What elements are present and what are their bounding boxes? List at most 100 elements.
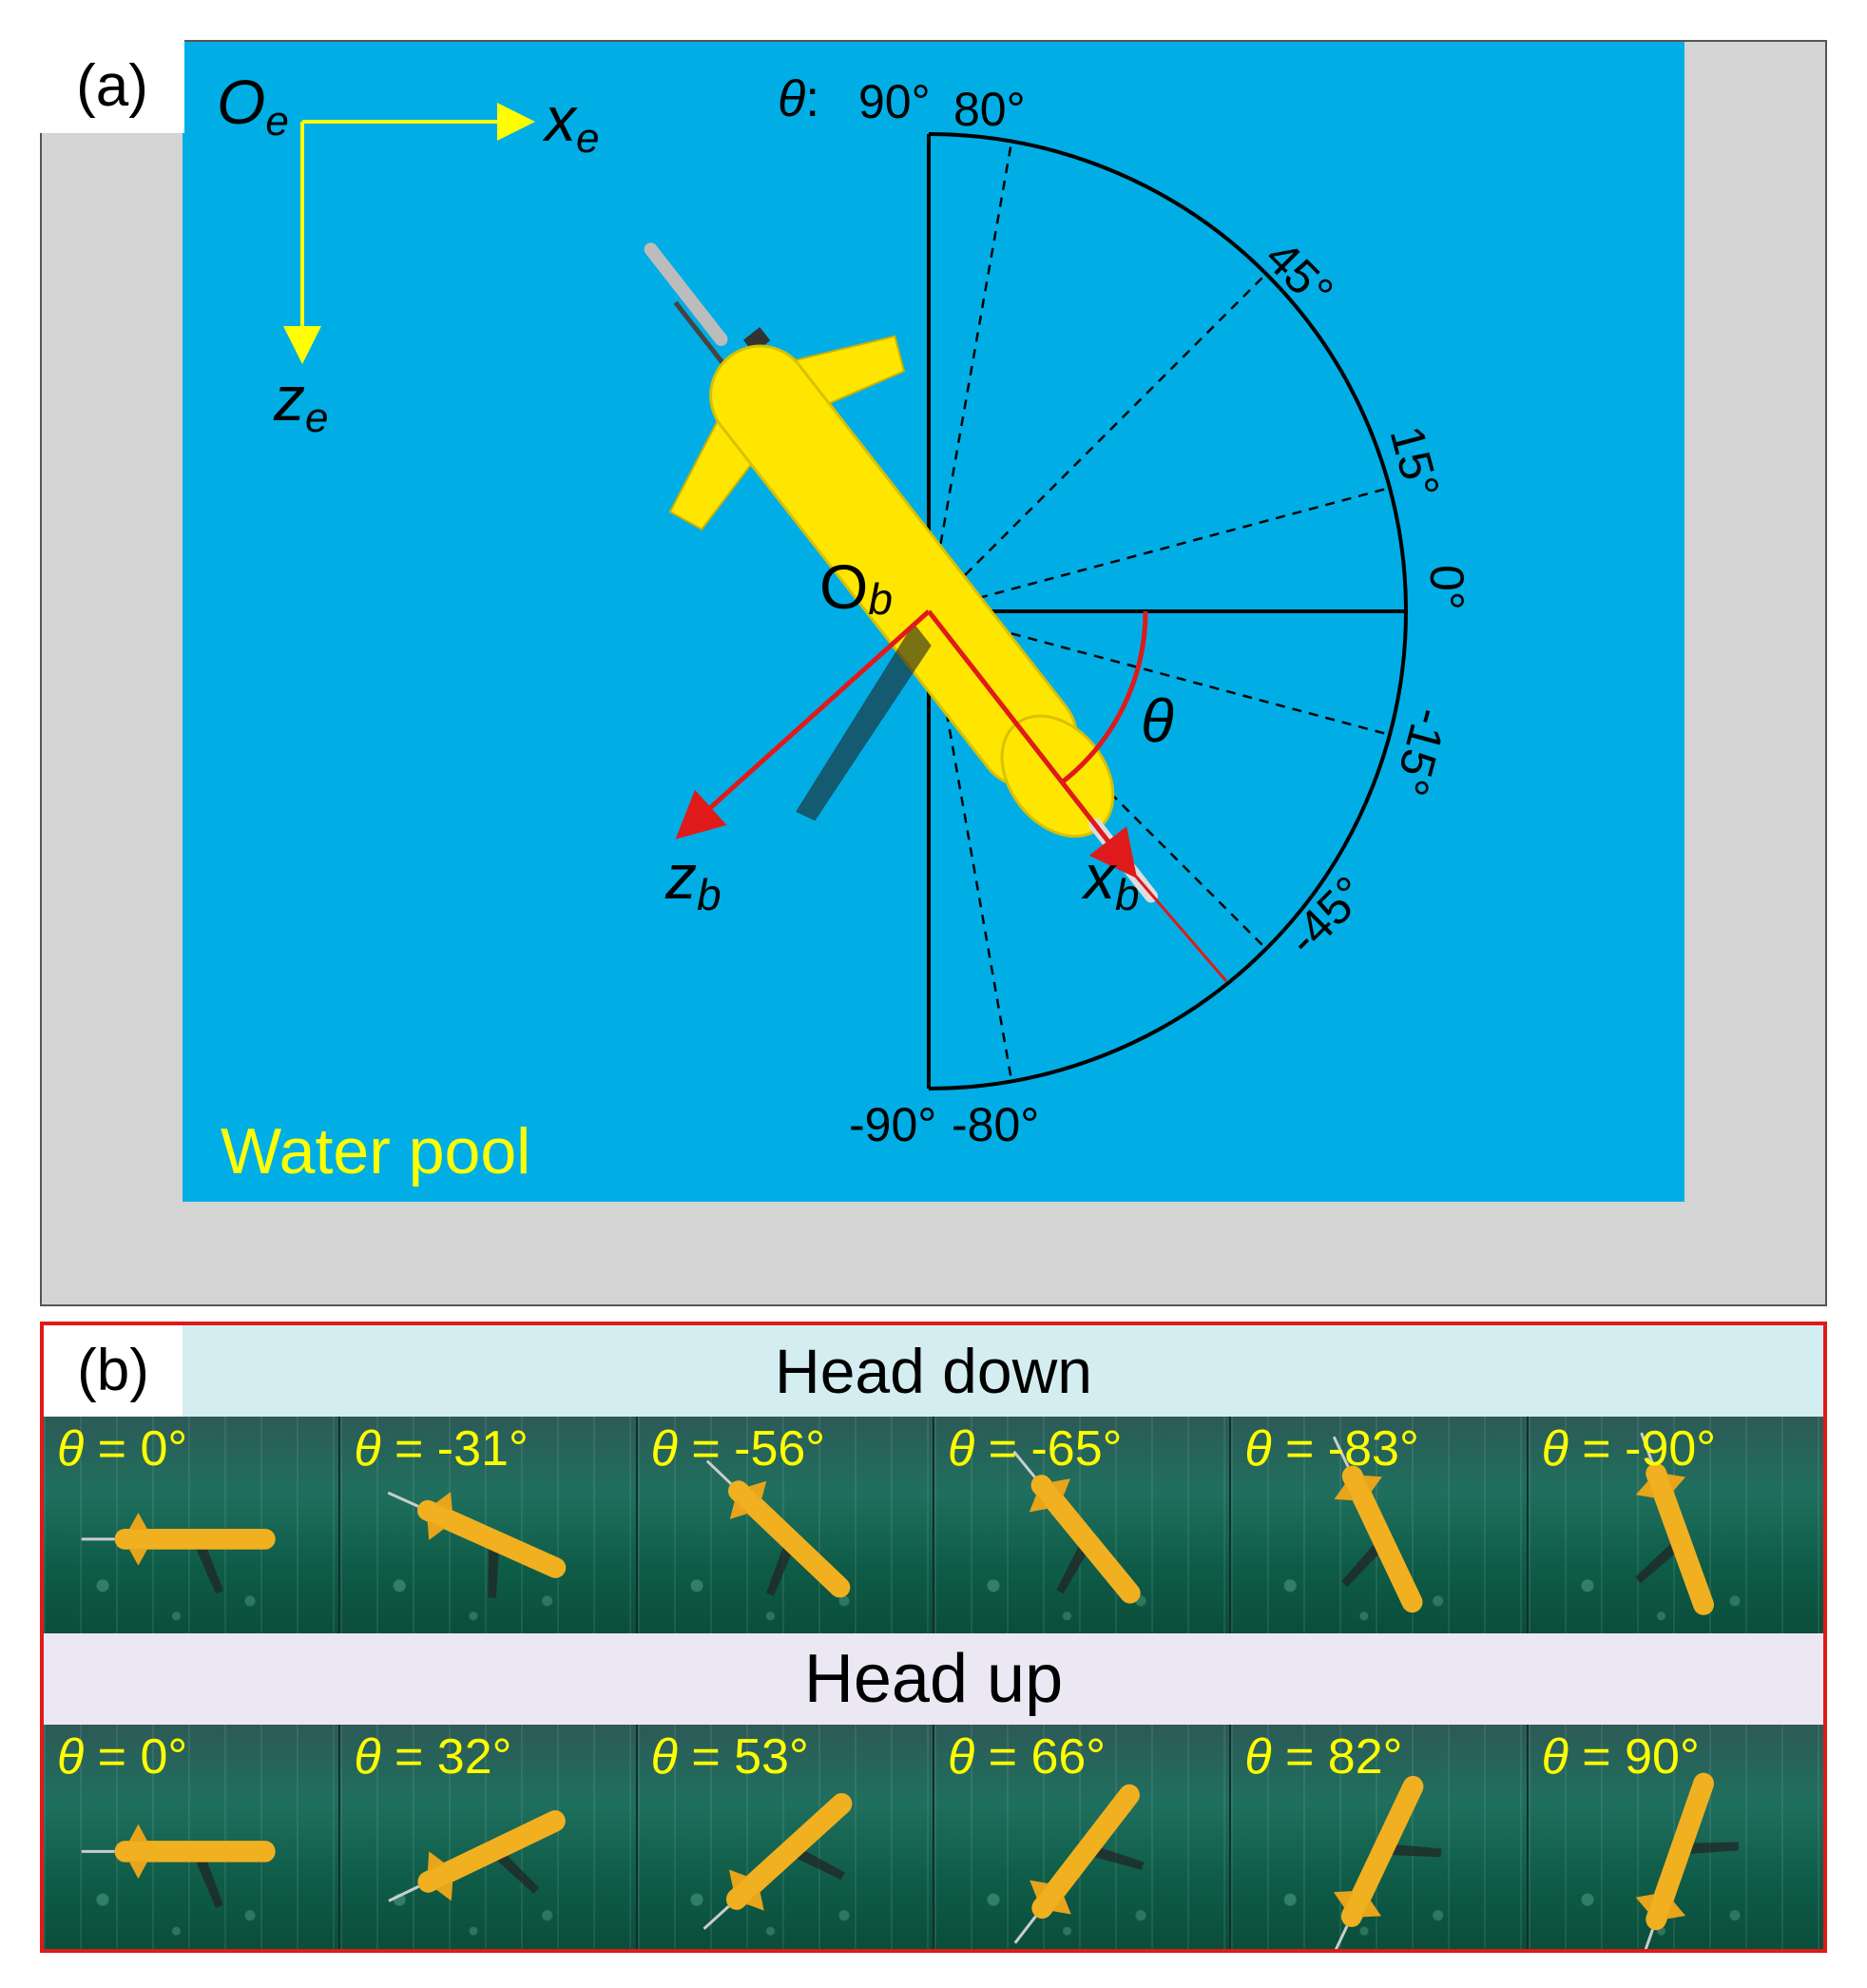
panel-a-label: (a): [40, 40, 184, 133]
glider-fins: [427, 1492, 453, 1540]
glider-body: [417, 1810, 567, 1893]
glider-wing: [796, 623, 932, 821]
oe-label: Oe: [217, 67, 289, 145]
glider-photo-drawing: [1012, 1450, 1141, 1604]
pitch-angle-label: θ = -56°: [651, 1420, 825, 1477]
pitch-angle-label: θ = -90°: [1542, 1420, 1716, 1477]
dashed-line-80: [927, 141, 1013, 612]
glider-wing: [1686, 1842, 1739, 1855]
glider-antenna: [388, 1884, 420, 1902]
pitch-angle-label: θ = 66°: [948, 1728, 1106, 1785]
glider-wing: [794, 1849, 845, 1881]
glider-antenna: [644, 242, 728, 346]
head-down-photo-1: θ = 0°: [44, 1417, 341, 1633]
head-down-photo-3: θ = -56°: [637, 1417, 934, 1633]
head-down-photo-2: θ = -31°: [340, 1417, 638, 1633]
theta-symbol: θ: [1244, 1729, 1272, 1785]
theta-symbol: θ: [1541, 1729, 1569, 1785]
glider-antenna: [1331, 1925, 1349, 1949]
head-up-photo-3: θ = 53°: [637, 1725, 934, 1949]
pitch-angle-value: = 0°: [84, 1729, 188, 1785]
theta-symbol: θ: [947, 1421, 975, 1477]
glider-antenna: [1639, 1432, 1654, 1465]
label-45: 45°: [1255, 230, 1343, 318]
theta-arc: [1060, 610, 1148, 784]
glider-body: [1342, 1465, 1423, 1613]
head-up-photo-6: θ = 90°: [1528, 1725, 1823, 1949]
pitch-angle-label: θ = 0°: [57, 1420, 187, 1477]
glider-fins: [428, 1851, 453, 1901]
pitch-angle-value: = -90°: [1568, 1421, 1717, 1477]
glider-fins: [1635, 1894, 1685, 1920]
head-up-photo-strip: θ = 0°θ = 32°θ = 53°θ = 66°θ = 82°θ = 90…: [44, 1725, 1823, 1949]
theta-symbol: θ: [1541, 1421, 1569, 1477]
pitch-angle-label: θ = 82°: [1244, 1728, 1402, 1785]
body-frame: θ Ob xb zb: [664, 551, 1228, 982]
ob-label: Ob: [819, 551, 893, 624]
dashed-line-minus-15: [928, 609, 1391, 737]
tank-texture: [44, 1725, 339, 1949]
glider-wing: [1056, 1543, 1087, 1594]
theta-symbol: θ: [57, 1421, 85, 1477]
head-down-photo-4: θ = -65°: [934, 1417, 1232, 1633]
ze-label: ze: [273, 363, 328, 441]
glider-body: [1031, 1784, 1140, 1920]
glider-wing: [494, 1853, 540, 1894]
pitch-angle-value: = -31°: [380, 1421, 529, 1477]
pitch-angle-value: = 90°: [1568, 1729, 1700, 1785]
glider-photo-drawing: [703, 1792, 853, 1930]
zb-label: zb: [664, 841, 722, 919]
glider-antenna: [703, 1904, 730, 1930]
theta-symbol: θ: [57, 1729, 85, 1785]
pitch-angle-value: = 32°: [380, 1729, 512, 1785]
glider-fins: [1029, 1478, 1070, 1513]
xb-extension-line: [1129, 870, 1228, 982]
glider-antenna: [1639, 1928, 1654, 1949]
head-down-title: Head down: [44, 1325, 1823, 1417]
head-down-photo-strip: θ = 0°θ = -31°θ = -56°θ = -65°θ = -83°θ …: [44, 1417, 1823, 1633]
glider-body: [1645, 1772, 1714, 1931]
glider-body: [727, 1480, 850, 1598]
glider-fins: [1334, 1890, 1382, 1918]
panel-b-label: (b): [44, 1325, 183, 1417]
pitch-angle-label: θ = -65°: [948, 1420, 1122, 1477]
xe-label: xe: [542, 84, 599, 162]
glider-photo-drawing: [1013, 1784, 1145, 1944]
glider-fins: [128, 1824, 148, 1880]
xb-label: xb: [1081, 841, 1140, 919]
label-90: 90°: [858, 75, 931, 128]
water-pool-label: Water pool: [221, 1115, 530, 1187]
theta-label: θ: [1141, 686, 1174, 755]
tank-texture: [44, 1417, 339, 1633]
xb-axis-arrow: [927, 609, 1138, 878]
zb-axis-arrow: [675, 609, 931, 840]
glider-antenna: [705, 1459, 732, 1485]
tank-texture: [934, 1725, 1230, 1949]
tank-texture: [637, 1725, 933, 1949]
theta-symbol: θ: [354, 1421, 381, 1477]
glider-antenna: [387, 1491, 419, 1508]
dashed-line-15: [928, 486, 1391, 613]
dashed-reference-lines: [927, 141, 1391, 1082]
pitch-angle-label: θ = 0°: [57, 1728, 187, 1785]
glider-wing: [765, 1544, 792, 1596]
pitch-angle-label: θ = 32°: [354, 1728, 511, 1785]
tank-texture: [340, 1417, 636, 1633]
pitch-angle-diagram: Oe xe ze θ: 90° 80° 45° 15° 0° -15° -45°…: [217, 67, 1473, 1187]
label-minus-90: -90°: [849, 1098, 936, 1151]
glider-antenna: [1012, 1450, 1036, 1478]
head-up-title: Head up: [44, 1633, 1823, 1725]
pitch-angle-label: θ = 90°: [1542, 1728, 1700, 1785]
head-up-photo-2: θ = 32°: [340, 1725, 638, 1949]
theta-symbol: θ: [650, 1729, 678, 1785]
label-80: 80°: [953, 83, 1026, 136]
earth-frame: Oe xe ze: [217, 67, 599, 441]
dashed-line-minus-80: [927, 610, 1013, 1082]
pitch-angle-value: = -83°: [1271, 1421, 1419, 1477]
label-minus-45: -45°: [1277, 866, 1376, 966]
label-0: 0°: [1420, 565, 1473, 610]
glider-fins: [1030, 1880, 1071, 1915]
glider-photo-drawing: [1634, 1432, 1714, 1615]
glider-antenna: [1333, 1436, 1350, 1468]
theta-symbol: θ: [1244, 1421, 1272, 1477]
